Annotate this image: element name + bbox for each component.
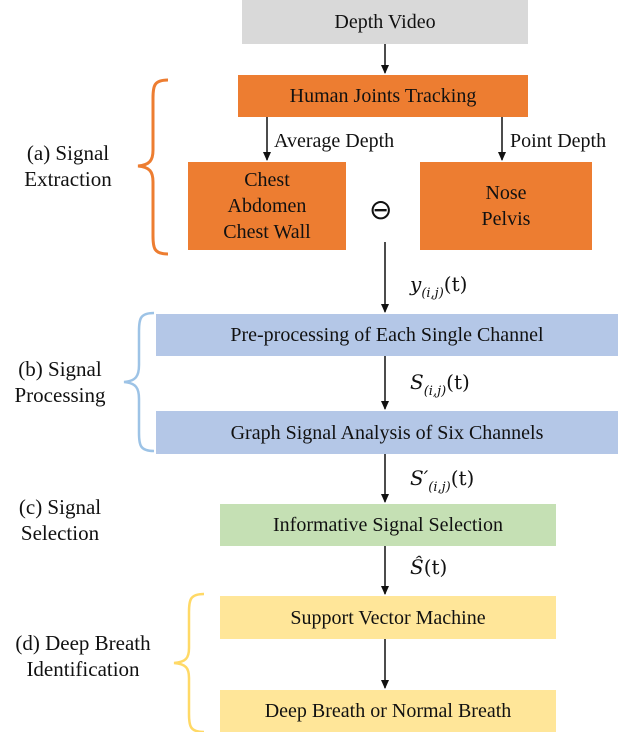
brace-deep-breath-identification [173,592,205,732]
svm-box: Support Vector Machine [220,596,556,639]
human-joints-tracking-label: Human Joints Tracking [289,85,477,107]
graph-analysis-label: Graph Signal Analysis of Six Channels [230,421,544,444]
depth-video-label: Depth Video [334,11,436,33]
s-prime-signal-label: S′(i,j)(t) [410,466,475,495]
abdomen-label: Abdomen [227,195,307,217]
output-box: Deep Breath or Normal Breath [220,690,556,732]
chest-wall-label: Chest Wall [223,221,311,243]
chest-label: Chest [244,169,290,191]
preprocessing-label: Pre-processing of Each Single Channel [230,324,544,346]
s-signal-label: S(i,j)(t) [410,370,470,399]
signal-selection-box: Informative Signal Selection [220,504,556,546]
nose-label: Nose [485,182,527,204]
point-depth-label: Point Depth [510,130,607,152]
minus-symbol: ⊖ [369,193,393,226]
graph-analysis-box: Graph Signal Analysis of Six Channels [156,411,618,454]
nose-group-box: Nose Pelvis [420,162,592,250]
s-hat-signal-label: Ŝ(t) [410,555,448,579]
pelvis-label: Pelvis [481,208,531,230]
y-signal-label: y(i,j)(t) [410,272,468,301]
stage-d-label: (d) Deep Breath Identification [15,631,151,682]
brace-signal-extraction [137,78,169,256]
output-label: Deep Breath or Normal Breath [264,700,512,722]
stage-c-label: (c) Signal Selection [18,495,102,546]
preprocessing-box: Pre-processing of Each Single Channel [156,314,618,356]
brace-signal-processing [123,311,155,453]
signal-selection-label: Informative Signal Selection [273,514,503,536]
stage-a-label: (a) Signal Extraction [24,141,112,192]
depth-video-box: Depth Video [242,0,528,44]
stage-b-label: (b) Signal Processing [14,357,106,408]
average-depth-label: Average Depth [274,130,395,152]
svm-label: Support Vector Machine [290,606,486,629]
chest-group-box: Chest Abdomen Chest Wall [188,162,346,250]
human-joints-tracking-box: Human Joints Tracking [238,75,528,117]
